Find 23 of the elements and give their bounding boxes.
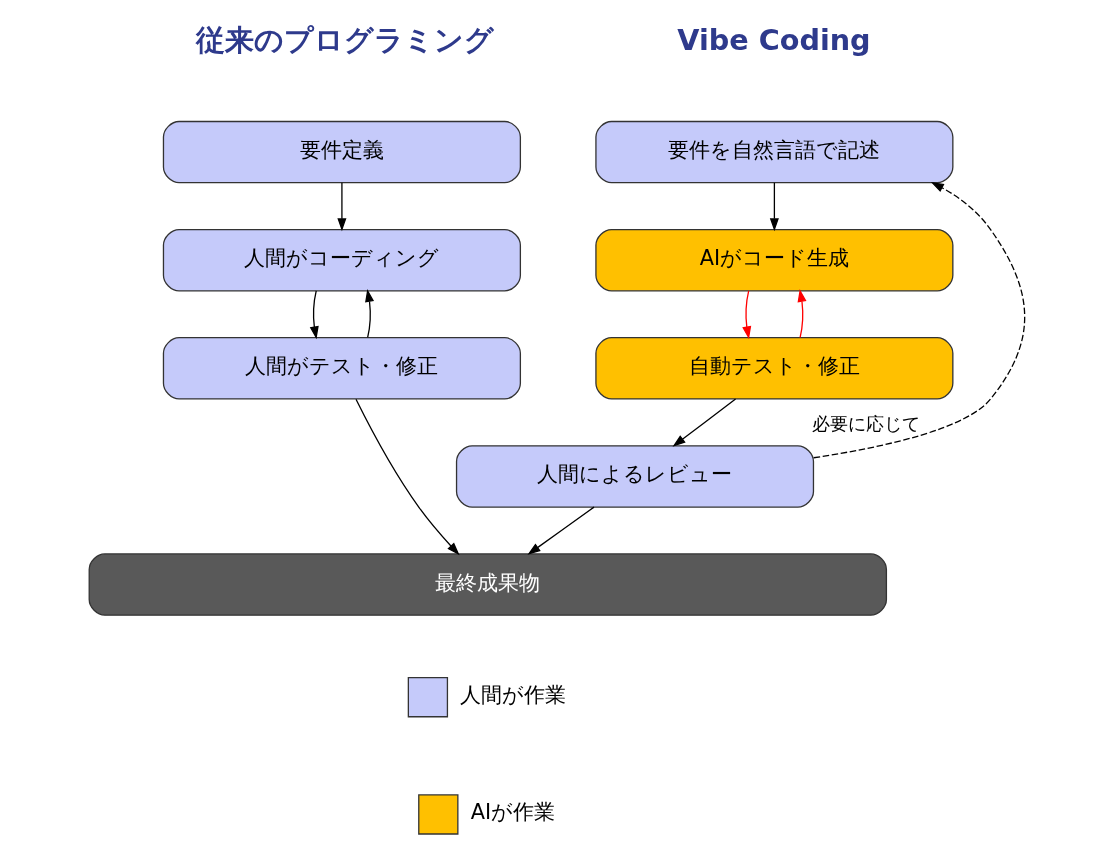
legend-label: AIが作業 xyxy=(470,800,555,825)
arrow xyxy=(309,290,319,340)
edge-label: 必要に応じて xyxy=(811,412,920,434)
arrow xyxy=(354,398,460,556)
node-box: AIがコード生成 xyxy=(594,228,953,292)
label: Vibe Coding xyxy=(676,22,871,57)
label: 従来のプログラミング xyxy=(195,22,494,57)
arrow xyxy=(797,288,806,339)
arrow xyxy=(364,288,374,339)
node-box: 最終成果物 xyxy=(88,553,887,616)
node-box: 人間によるレビュー xyxy=(455,445,814,508)
node-box: 要件定義 xyxy=(162,120,521,184)
node-box: 要件を自然言語で記述 xyxy=(594,120,953,184)
legend-label: 人間が作業 xyxy=(459,683,566,708)
arrow xyxy=(812,181,1025,459)
node-box: 人間がコーディング xyxy=(162,228,521,292)
node-box: 自動テスト・修正 xyxy=(594,337,953,400)
arrow xyxy=(769,182,779,232)
arrow xyxy=(336,182,346,232)
arrow xyxy=(672,398,736,447)
node-box: 人間がテスト・修正 xyxy=(162,337,521,400)
arrow xyxy=(741,290,751,340)
arrow xyxy=(527,506,595,555)
